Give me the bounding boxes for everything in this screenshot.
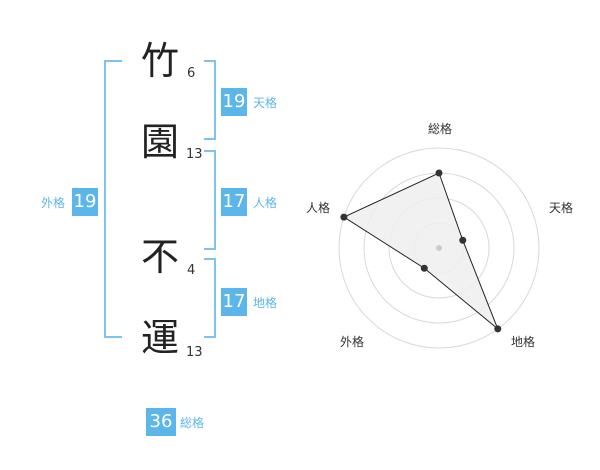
stroke-count-1: 6 [187,66,196,81]
radar-score-polygon [342,172,499,330]
radar-point [459,236,467,244]
radar-point [420,264,428,272]
chikaku-bracket [204,258,216,338]
radar-grid-ring [338,147,540,349]
stroke-count-2: 13 [186,147,203,162]
radar-label-soukaku: 総格 [428,122,453,136]
tenkaku-value: 19 [221,88,247,116]
radar-label-tenkaku: 天格 [549,201,574,215]
name-char-2: 園 [140,120,179,164]
soukaku-value: 36 [146,408,176,436]
soukaku-label: 総格 [180,416,205,430]
name-char-4: 運 [140,316,179,360]
tenkaku-label: 天格 [253,96,278,110]
stroke-count-4: 13 [186,345,203,360]
tenkaku-bracket [204,60,216,140]
gaikaku-bracket [104,60,122,338]
radar-point [435,169,443,177]
radar-point [340,213,348,221]
radar-center-dot [436,245,442,251]
radar-points [340,169,502,333]
chikaku-value: 17 [221,288,247,316]
jinkaku-value: 17 [221,188,247,216]
gaikaku-label: 外格 [41,196,66,210]
radar-label-jinkaku: 人格 [306,201,331,215]
stroke-count-3: 4 [187,263,196,278]
name-char-1: 竹 [140,39,179,83]
gaikaku-value: 19 [72,188,98,216]
radar-label-gaikaku: 外格 [340,335,365,349]
chikaku-label: 地格 [253,296,278,310]
name-char-3: 不 [140,235,179,279]
jinkaku-label: 人格 [253,196,278,210]
radar-label-chikaku: 地格 [511,335,536,349]
jinkaku-bracket [204,150,216,250]
radar-point [494,325,502,333]
